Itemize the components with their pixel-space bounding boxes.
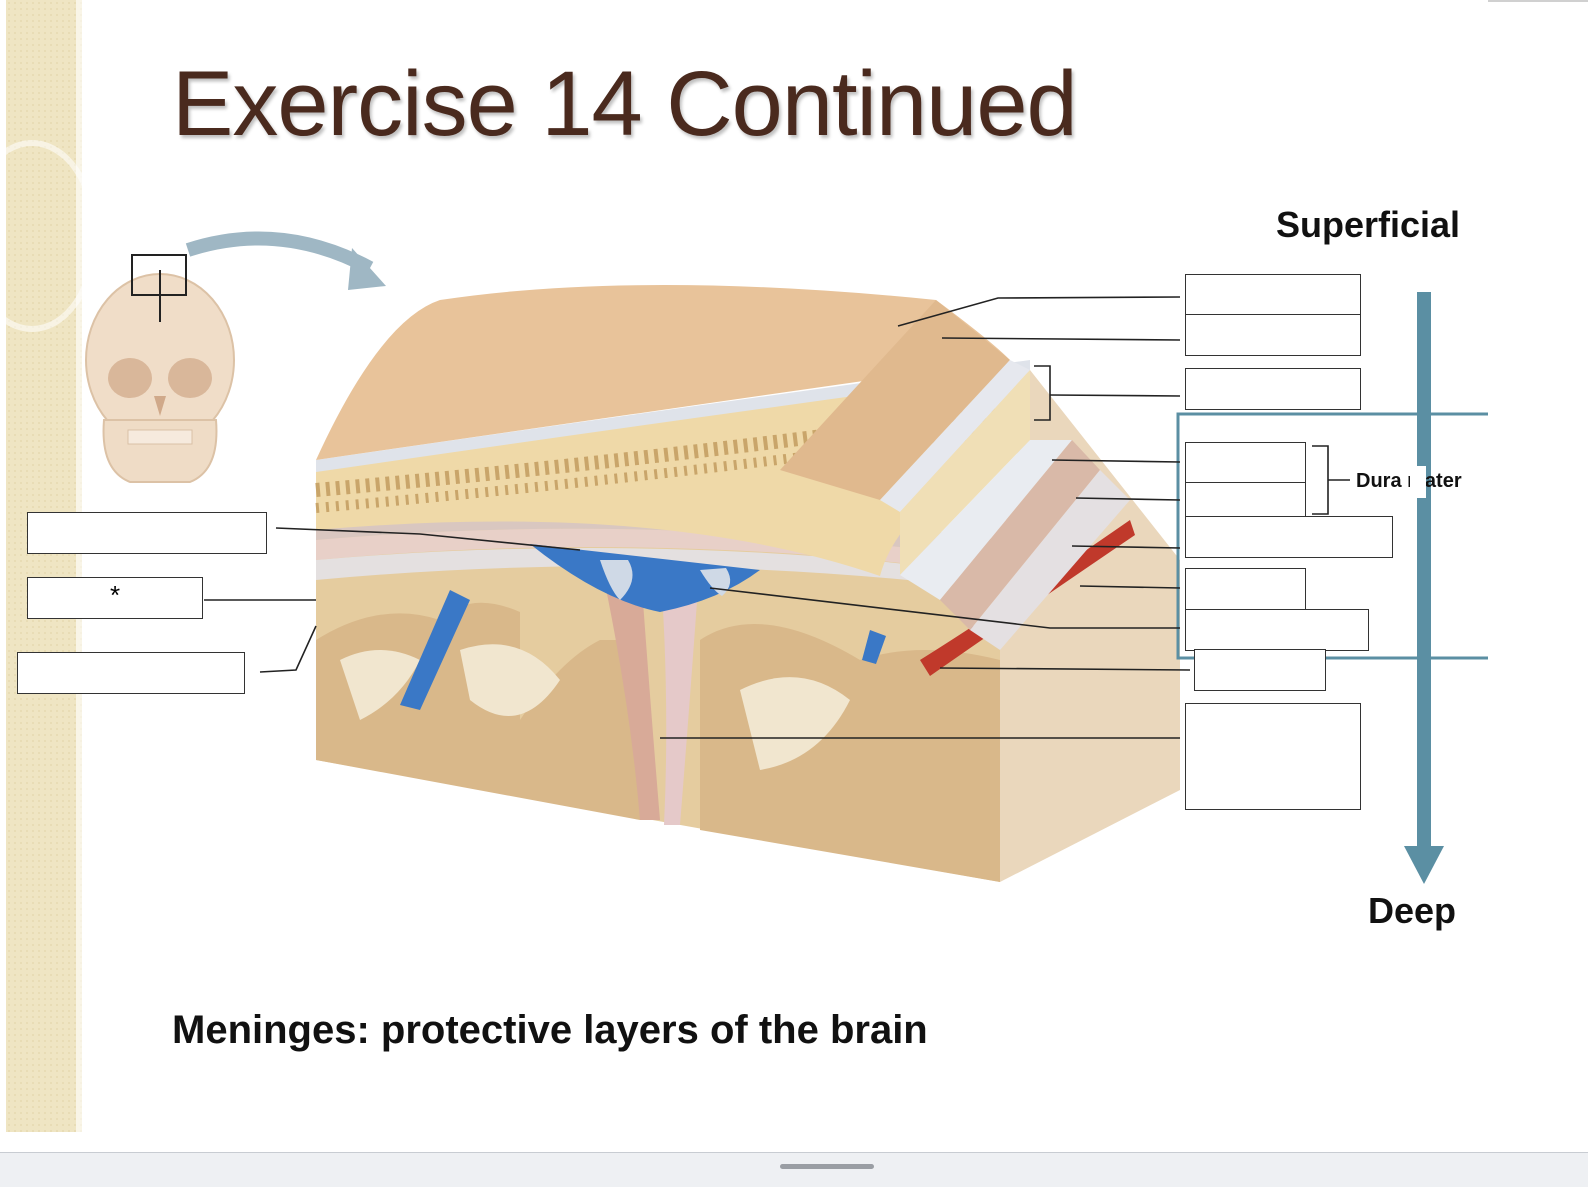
horizontal-scrollbar[interactable] (780, 1164, 874, 1169)
cerebral-vein (400, 590, 470, 710)
label-box-periosteal-layer[interactable] (1185, 442, 1306, 484)
falx-cerebri (600, 560, 660, 820)
label-box-skull-bone[interactable] (1185, 368, 1361, 410)
superficial-label: Superficial (1276, 204, 1461, 245)
label-box-subarachnoid-space[interactable] (1185, 609, 1369, 651)
label-box-scalp[interactable] (1185, 314, 1361, 356)
label-box-asterisk[interactable]: * (27, 577, 203, 619)
dura-mater-label: Dura mater (1356, 470, 1462, 492)
label-box-arachnoid-mater[interactable] (1185, 568, 1306, 610)
label-box-falx-cerebri[interactable] (17, 652, 245, 694)
label-box-pia-mater[interactable] (1194, 649, 1326, 691)
slide-decoration-strip (0, 0, 98, 1132)
skull-illustration (85, 270, 235, 483)
superior-sagittal-sinus (530, 544, 760, 612)
slide-title: Exercise 14 Continued (172, 53, 1078, 155)
label-box-skin[interactable] (1185, 274, 1361, 316)
curved-arrow (185, 231, 374, 275)
slide-caption: Meninges: protective layers of the brain (172, 1008, 928, 1052)
viewer-bottom-bar (0, 1152, 1588, 1187)
meninges-bracket (1176, 412, 1488, 660)
window-edge (1488, 0, 1588, 2)
skull-highlight-box (131, 254, 187, 296)
scalp-skin (316, 285, 1010, 460)
label-box-subdural-space[interactable] (1185, 516, 1393, 558)
depth-arrow-overlap (1410, 466, 1426, 498)
deep-label: Deep (1368, 890, 1457, 931)
label-box-superior-sagittal-sinus[interactable] (27, 512, 267, 554)
asterisk-marker: * (109, 580, 121, 610)
label-box-brain[interactable] (1185, 703, 1361, 810)
label-box-meningeal-layer[interactable] (1185, 482, 1306, 517)
